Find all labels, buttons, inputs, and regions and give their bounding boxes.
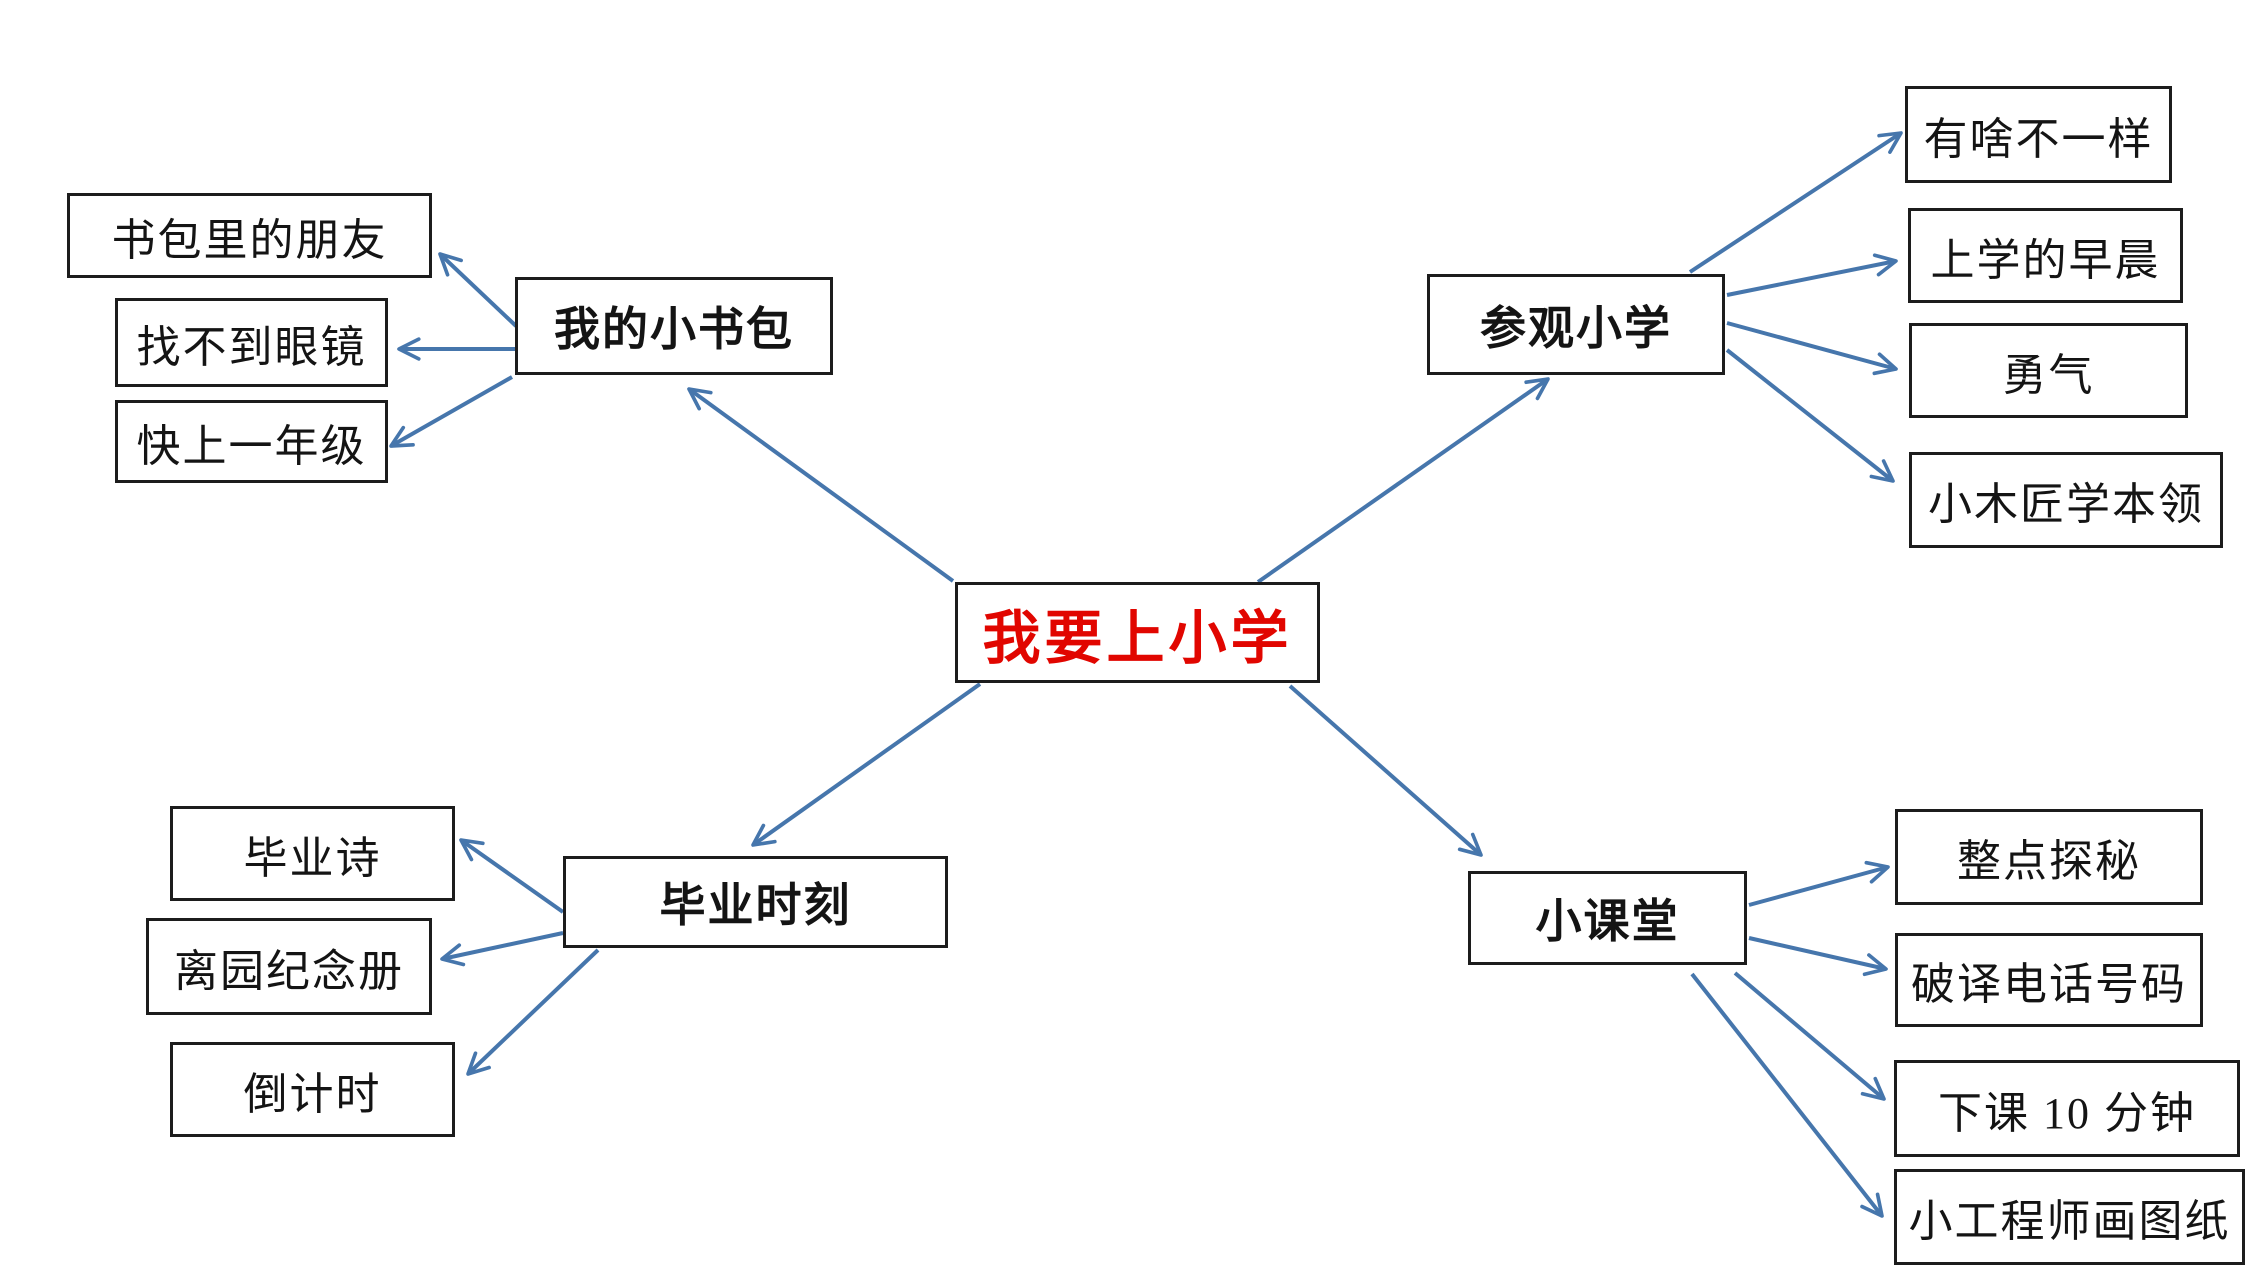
edge-visit-to-morning — [1726, 253, 1898, 297]
edge-visit-to-courage — [1726, 321, 1898, 376]
branch-node-graduation-moment: 毕业时刻 — [563, 856, 948, 948]
child-node-courage: 勇气 — [1909, 323, 2188, 418]
child-node-little-carpenter: 小木匠学本领 — [1909, 452, 2223, 548]
edge-center-to-graduation — [751, 682, 982, 847]
child-node-lost-glasses: 找不到眼镜 — [115, 298, 388, 387]
child-node-countdown: 倒计时 — [170, 1042, 455, 1137]
child-node-school-morning: 上学的早晨 — [1908, 208, 2183, 303]
edge-schoolbag-to-firstgrade — [389, 375, 513, 448]
child-node-little-engineer: 小工程师画图纸 — [1894, 1169, 2245, 1265]
child-node-graduation-poem: 毕业诗 — [170, 806, 455, 901]
child-node-first-grade-soon: 快上一年级 — [115, 400, 388, 483]
branch-node-little-class: 小课堂 — [1468, 871, 1747, 965]
child-node-bag-friends: 书包里的朋友 — [67, 193, 432, 278]
branch-node-visit-school: 参观小学 — [1427, 274, 1725, 375]
child-node-memory-album: 离园纪念册 — [146, 918, 432, 1015]
edge-class-to-phone — [1748, 936, 1888, 977]
child-node-clock-exploration: 整点探秘 — [1895, 809, 2203, 905]
edge-center-to-visit-school — [1256, 377, 1550, 584]
edge-graduation-to-poem — [459, 838, 565, 914]
edge-schoolbag-to-friends — [438, 252, 518, 328]
edge-class-to-engineer — [1690, 972, 1884, 1218]
child-node-whats-different: 有啥不一样 — [1905, 86, 2172, 183]
edge-visit-to-different — [1688, 131, 1903, 274]
edge-center-to-little-class — [1288, 684, 1483, 857]
child-node-ten-minute-break: 下课 10 分钟 — [1894, 1060, 2240, 1157]
edge-visit-to-carpenter — [1725, 348, 1895, 483]
edge-graduation-to-album — [440, 931, 564, 967]
child-node-decode-phone-number: 破译电话号码 — [1895, 933, 2203, 1027]
edge-center-to-my-schoolbag — [687, 387, 955, 583]
center-node: 我要上小学 — [955, 582, 1320, 683]
edge-graduation-to-countdown — [466, 948, 600, 1076]
branch-node-my-schoolbag: 我的小书包 — [515, 277, 833, 375]
edge-class-to-break — [1733, 971, 1886, 1101]
edge-class-to-clock — [1748, 860, 1890, 907]
